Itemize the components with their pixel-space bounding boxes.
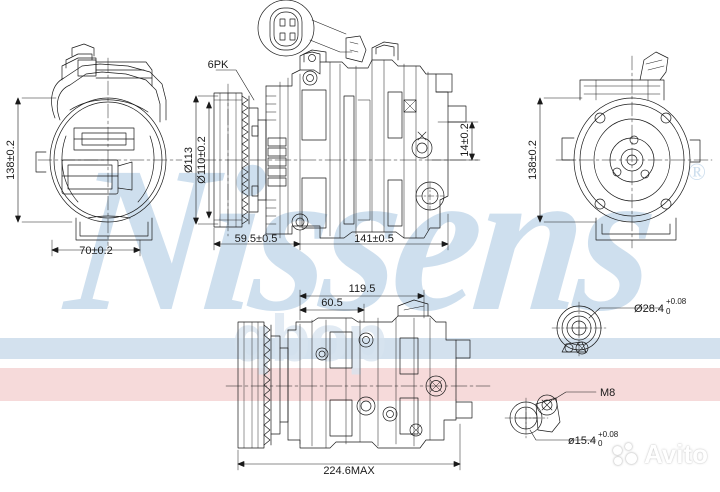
dim-label-pulley-pd-110: Ø110±0.2 (196, 136, 208, 183)
dim-label-belt-6pk: 6PK (208, 59, 229, 71)
avito-watermark: Avito (612, 439, 708, 470)
dim-label-len-60-5: 60.5 (321, 297, 342, 309)
dim-tol-bore-15-4-lower: 0 (598, 439, 603, 448)
dim-label-len-59-5: 59.5±0.5 (235, 233, 278, 245)
dim-label-len-224-6-max: 224.6MAX (323, 465, 375, 477)
view-side-section (193, 41, 481, 251)
detail-port-upper (551, 301, 663, 357)
dim-label-height-138-right: 138±0.2 (527, 140, 539, 180)
technical-drawing: 138±0.2 70±0.2 6PK Ø113 Ø110±0.2 59.5±0.… (5, 0, 713, 477)
dim-label-len-141: 141±0.5 (354, 233, 394, 245)
dim-label-bore-15-4: ø15.4 (568, 435, 596, 447)
dimension-labels: 138±0.2 70±0.2 6PK Ø113 Ø110±0.2 59.5±0.… (5, 59, 687, 477)
avito-logo-icon (612, 442, 639, 467)
view-top (225, 289, 491, 471)
registered-mark-watermark: ® (687, 160, 706, 186)
drawing-canvas: Nissens ® qbop (0, 0, 720, 478)
dim-label-thread-m8: M8 (600, 387, 615, 399)
detail-connector-balloon (257, 0, 367, 63)
dim-tol-bore-15-4-upper: +0.08 (598, 430, 619, 439)
view-front-end (537, 51, 713, 249)
dim-label-width-70: 70±0.2 (79, 245, 113, 257)
dim-tol-bore-28-4-lower: 0 (666, 307, 671, 316)
view-rear-end (15, 43, 183, 257)
detail-port-lower (504, 391, 597, 441)
dim-label-len-119-5: 119.5 (349, 283, 376, 295)
dim-label-pulley-od-113: Ø113 (183, 147, 195, 173)
dim-label-offset-14: 14±0.2 (459, 123, 471, 157)
dim-label-bore-28-4: Ø28.4 (634, 303, 664, 315)
dim-label-height-138-left: 138±0.2 (5, 140, 17, 180)
dim-tol-bore-28-4-upper: +0.08 (666, 297, 687, 306)
avito-wordmark: Avito (643, 439, 708, 469)
